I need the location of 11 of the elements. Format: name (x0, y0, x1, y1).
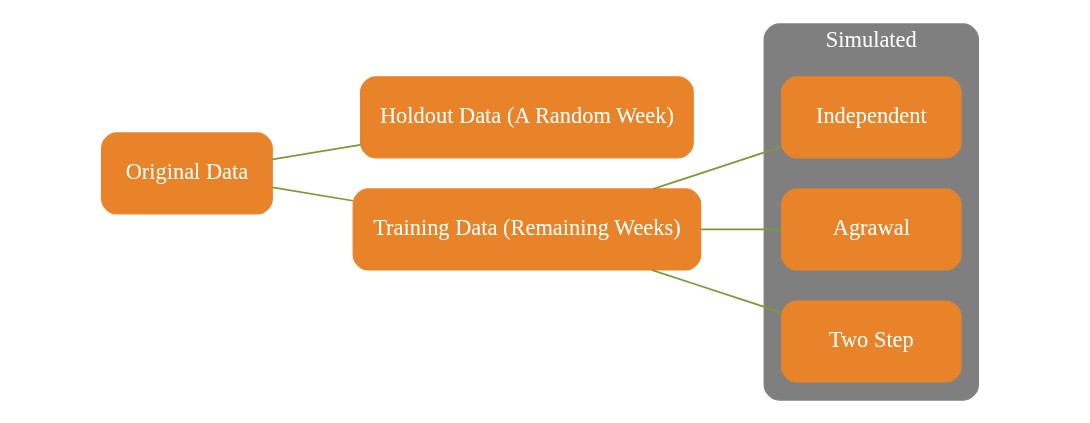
node-box: Independent (781, 75, 962, 158)
node-box: Agrawal (781, 187, 962, 271)
connector (700, 228, 783, 230)
node-box: Training Data (Remaining Weeks) (352, 187, 702, 271)
connector (271, 143, 362, 160)
node-box: Holdout Data (A Random Week) (360, 75, 694, 158)
connector (271, 186, 354, 202)
connector (651, 268, 783, 313)
node-box: Two Step (781, 299, 962, 383)
node-box: Original Data (101, 131, 273, 214)
connector (652, 145, 783, 190)
